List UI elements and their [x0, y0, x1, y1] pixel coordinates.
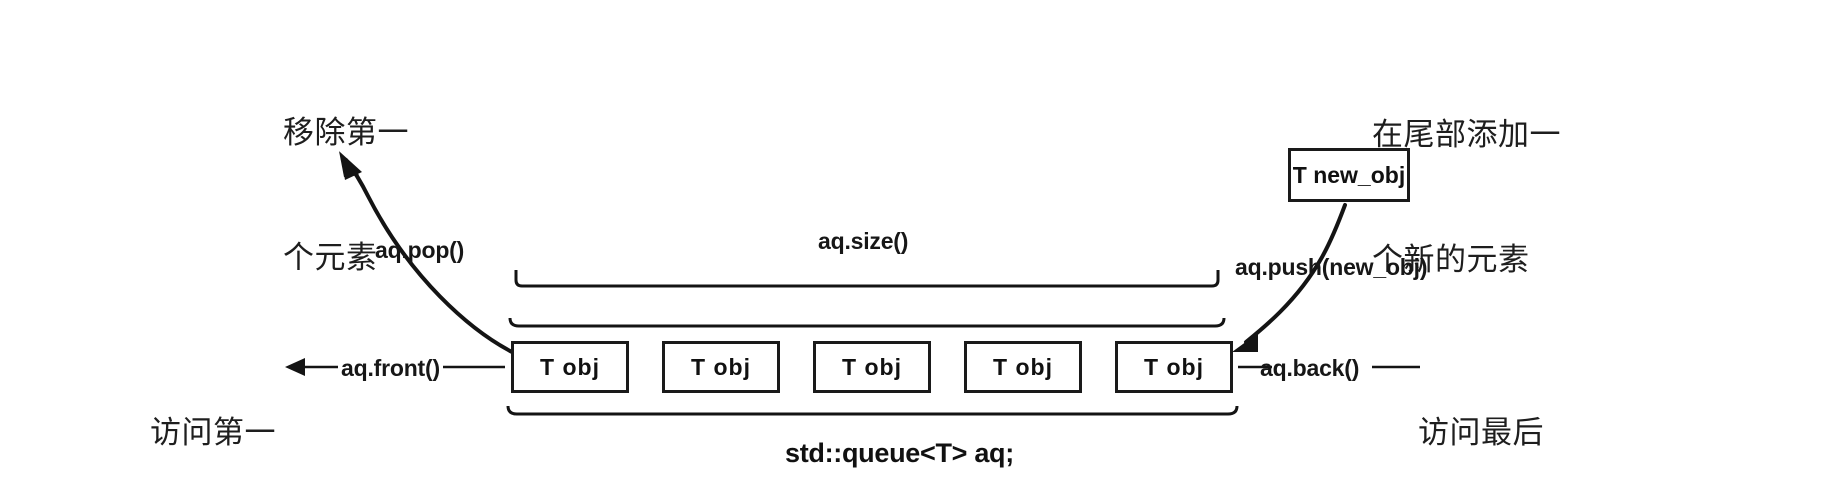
front-label: aq.front(): [341, 355, 440, 381]
back-label: aq.back(): [1260, 355, 1360, 381]
queue-element-label: T obj: [1144, 353, 1204, 380]
queue-element-label: T obj: [993, 353, 1053, 380]
new-object-label: T new_obj: [1292, 161, 1406, 188]
queue-element-0[interactable]: T obj: [511, 341, 629, 393]
push-label: aq.push(new_obj): [1235, 254, 1428, 280]
queue-element-4[interactable]: T obj: [1115, 341, 1233, 393]
back-note-line1: 访问最后: [1418, 415, 1544, 452]
queue-element-3[interactable]: T obj: [964, 341, 1082, 393]
queue-element-label: T obj: [540, 353, 600, 380]
push-note-line2: 个新的元素: [1372, 241, 1530, 278]
front-note-line1: 访问第一: [150, 415, 276, 452]
pop-note-line2: 个元素: [283, 239, 378, 276]
queue-element-label: T obj: [842, 353, 902, 380]
queue-bottom-bracket-icon: [506, 405, 1239, 416]
pop-note: 移除第一 个元素: [283, 30, 409, 362]
size-label: aq.size(): [818, 228, 909, 254]
new-object-box[interactable]: T new_obj: [1288, 148, 1410, 202]
push-note-line1: 在尾部添加一: [1372, 117, 1561, 154]
pop-label: aq.pop(): [375, 237, 465, 263]
size-bracket-icon: [508, 270, 1226, 328]
push-note: 在尾部添加一 个新的元素: [1372, 32, 1561, 364]
front-note: 访问第一 个元素: [150, 330, 276, 480]
queue-declaration-caption: std::queue<T> aq;: [785, 438, 1014, 468]
queue-element-label: T obj: [691, 353, 751, 380]
pop-note-line1: 移除第一: [283, 115, 409, 152]
queue-element-2[interactable]: T obj: [813, 341, 931, 393]
queue-element-1[interactable]: T obj: [662, 341, 780, 393]
